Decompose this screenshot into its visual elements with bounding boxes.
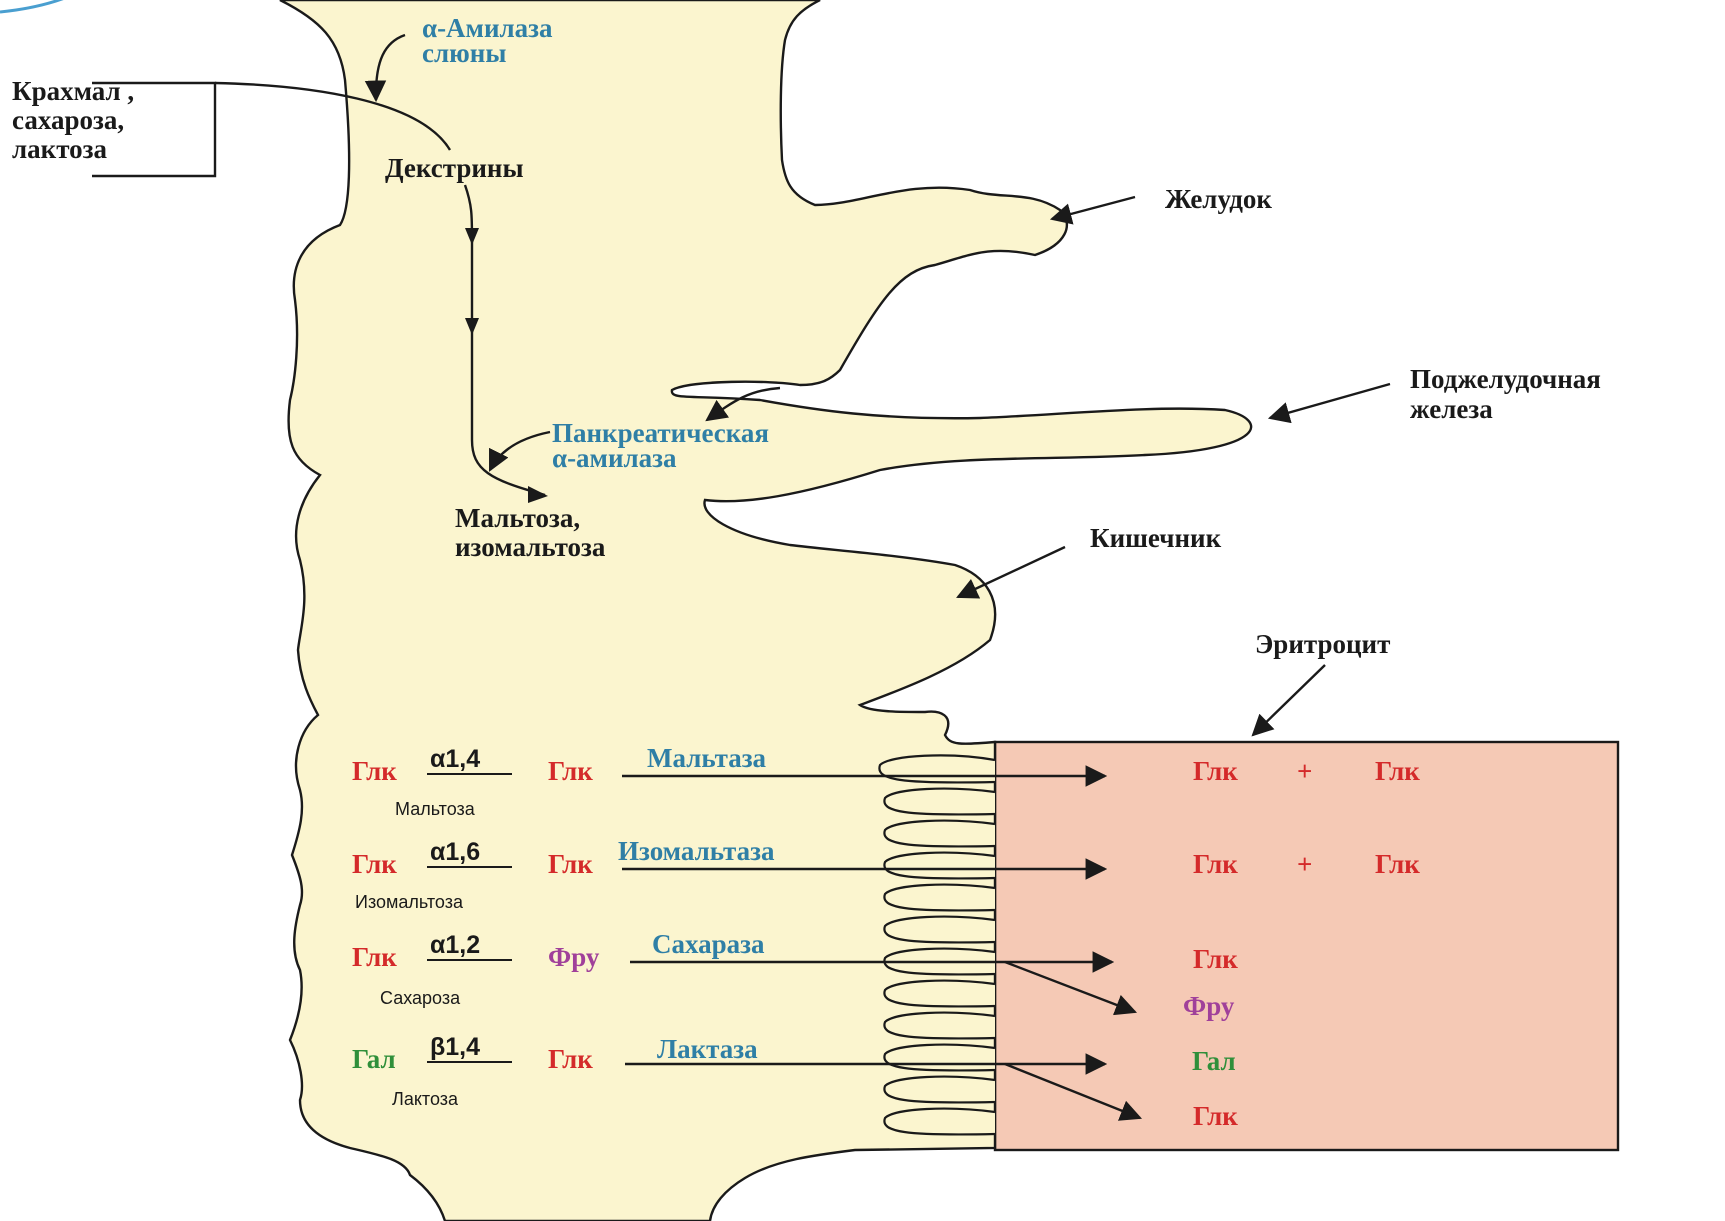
isomaltose-name: Изомальтоза [355, 892, 464, 912]
sucrase-product-fructose: Фру [1183, 991, 1235, 1021]
isomaltase-plus: + [1297, 849, 1312, 879]
sucrase-enzyme: Сахараза [652, 929, 765, 959]
lactose-right-sugar: Глк [548, 1044, 593, 1074]
lactose-bond: β1,4 [430, 1033, 480, 1061]
lactase-product-glucose: Глк [1193, 1101, 1238, 1131]
erythrocyte-pointer [1253, 665, 1325, 735]
lactose-left-sugar: Гал [352, 1044, 396, 1074]
corner-arc [0, 0, 70, 12]
lactose-name: Лактоза [392, 1089, 459, 1109]
isomaltase-enzyme: Изомальтаза [618, 836, 775, 866]
isomaltase-product-1: Глк [1193, 849, 1238, 879]
sucrase-product-glucose: Глк [1193, 944, 1238, 974]
starch-label: Крахмал ,сахароза,лактоза [12, 76, 134, 164]
maltase-product-2: Глк [1375, 756, 1420, 786]
erythrocyte-label: Эритроцит [1255, 629, 1390, 659]
sucrose-left-sugar: Глк [352, 942, 397, 972]
maltase-plus: + [1297, 756, 1312, 786]
maltose-name: Мальтоза [395, 799, 476, 819]
isomaltose-right-sugar: Глк [548, 849, 593, 879]
isomaltose-left-sugar: Глк [352, 849, 397, 879]
maltose-right-sugar: Глк [548, 756, 593, 786]
maltose-bond: α1,4 [430, 745, 480, 773]
stomach-label: Желудок [1165, 184, 1272, 214]
intestine-pointer [958, 547, 1065, 597]
isomaltose-bond: α1,6 [430, 838, 480, 866]
lactase-enzyme: Лактаза [657, 1034, 758, 1064]
intestine-label: Кишечник [1090, 523, 1222, 553]
maltase-enzyme: Мальтаза [647, 743, 767, 773]
sucrose-bond: α1,2 [430, 931, 480, 959]
sucrose-right-sugar: Фру [548, 942, 600, 972]
erythrocyte-box [995, 742, 1618, 1150]
pancreas-pointer [1270, 384, 1390, 418]
dextrins-label: Декстрины [385, 153, 524, 183]
maltase-product-1: Глк [1193, 756, 1238, 786]
isomaltase-product-2: Глк [1375, 849, 1420, 879]
maltose-left-sugar: Глк [352, 756, 397, 786]
lactase-product-galactose: Гал [1192, 1046, 1236, 1076]
sucrose-name: Сахароза [380, 988, 461, 1008]
stomach-pointer [1052, 197, 1135, 219]
